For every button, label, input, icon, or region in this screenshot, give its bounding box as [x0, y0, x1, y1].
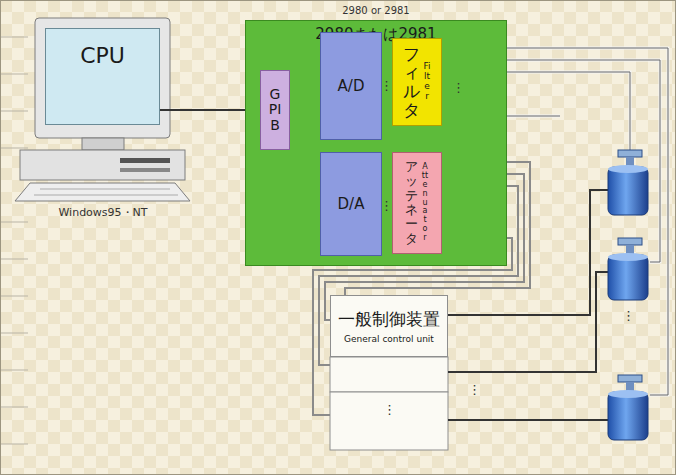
node-sublabel: Attenuator — [421, 163, 429, 242]
ellipsis: ⋮ — [380, 78, 393, 93]
ellipsis: ⋮ — [468, 382, 481, 397]
sensor — [608, 238, 648, 300]
control-unit-box: 一般制御装置 General control unit — [330, 295, 448, 357]
node-label: D/A — [338, 195, 365, 213]
node-label: GPIB — [268, 87, 282, 133]
text-group: D/A — [338, 195, 365, 213]
node-label: フィルタ — [403, 45, 420, 120]
control-box — [330, 392, 448, 450]
device-box: 2980 or 29812980または2981GPIBA/DフィルタFilter… — [245, 20, 507, 266]
sensor — [608, 150, 648, 215]
da-box: D/A — [320, 152, 382, 256]
text-group: GPIB — [268, 87, 282, 133]
gpib-box: GPIB — [260, 70, 290, 150]
monitor-screen: CPU — [45, 28, 160, 125]
ellipsis: ⋮ — [383, 402, 396, 417]
node-label: アッテネータ — [405, 160, 418, 246]
node-label: CPU — [80, 43, 125, 68]
attenuator-box: アッテネータAttenuator — [392, 152, 442, 254]
ruled-lines — [0, 37, 28, 444]
sensor — [608, 375, 648, 440]
node-label: A/D — [338, 77, 365, 95]
text-group: CPU — [80, 43, 125, 68]
os-label: Windows95・NT — [18, 205, 188, 220]
ellipsis: ⋮ — [452, 80, 465, 95]
model-caption: 2980 or 2981 — [246, 5, 506, 16]
text-group: アッテネータAttenuator — [405, 160, 429, 246]
text-group: 一般制御装置 General control unit — [338, 308, 440, 344]
ellipsis: ⋮ — [380, 198, 393, 213]
node-sublabel: Filter — [423, 62, 432, 102]
node-label: 一般制御装置 — [338, 308, 440, 331]
control-box — [330, 357, 448, 392]
text-group: フィルタFilter — [403, 45, 432, 120]
filter-box: フィルタFilter — [392, 38, 442, 126]
node-sublabel: General control unit — [344, 334, 434, 344]
ellipsis: ⋮ — [622, 308, 635, 323]
text-group: A/D — [338, 77, 365, 95]
ad-box: A/D — [320, 32, 382, 140]
